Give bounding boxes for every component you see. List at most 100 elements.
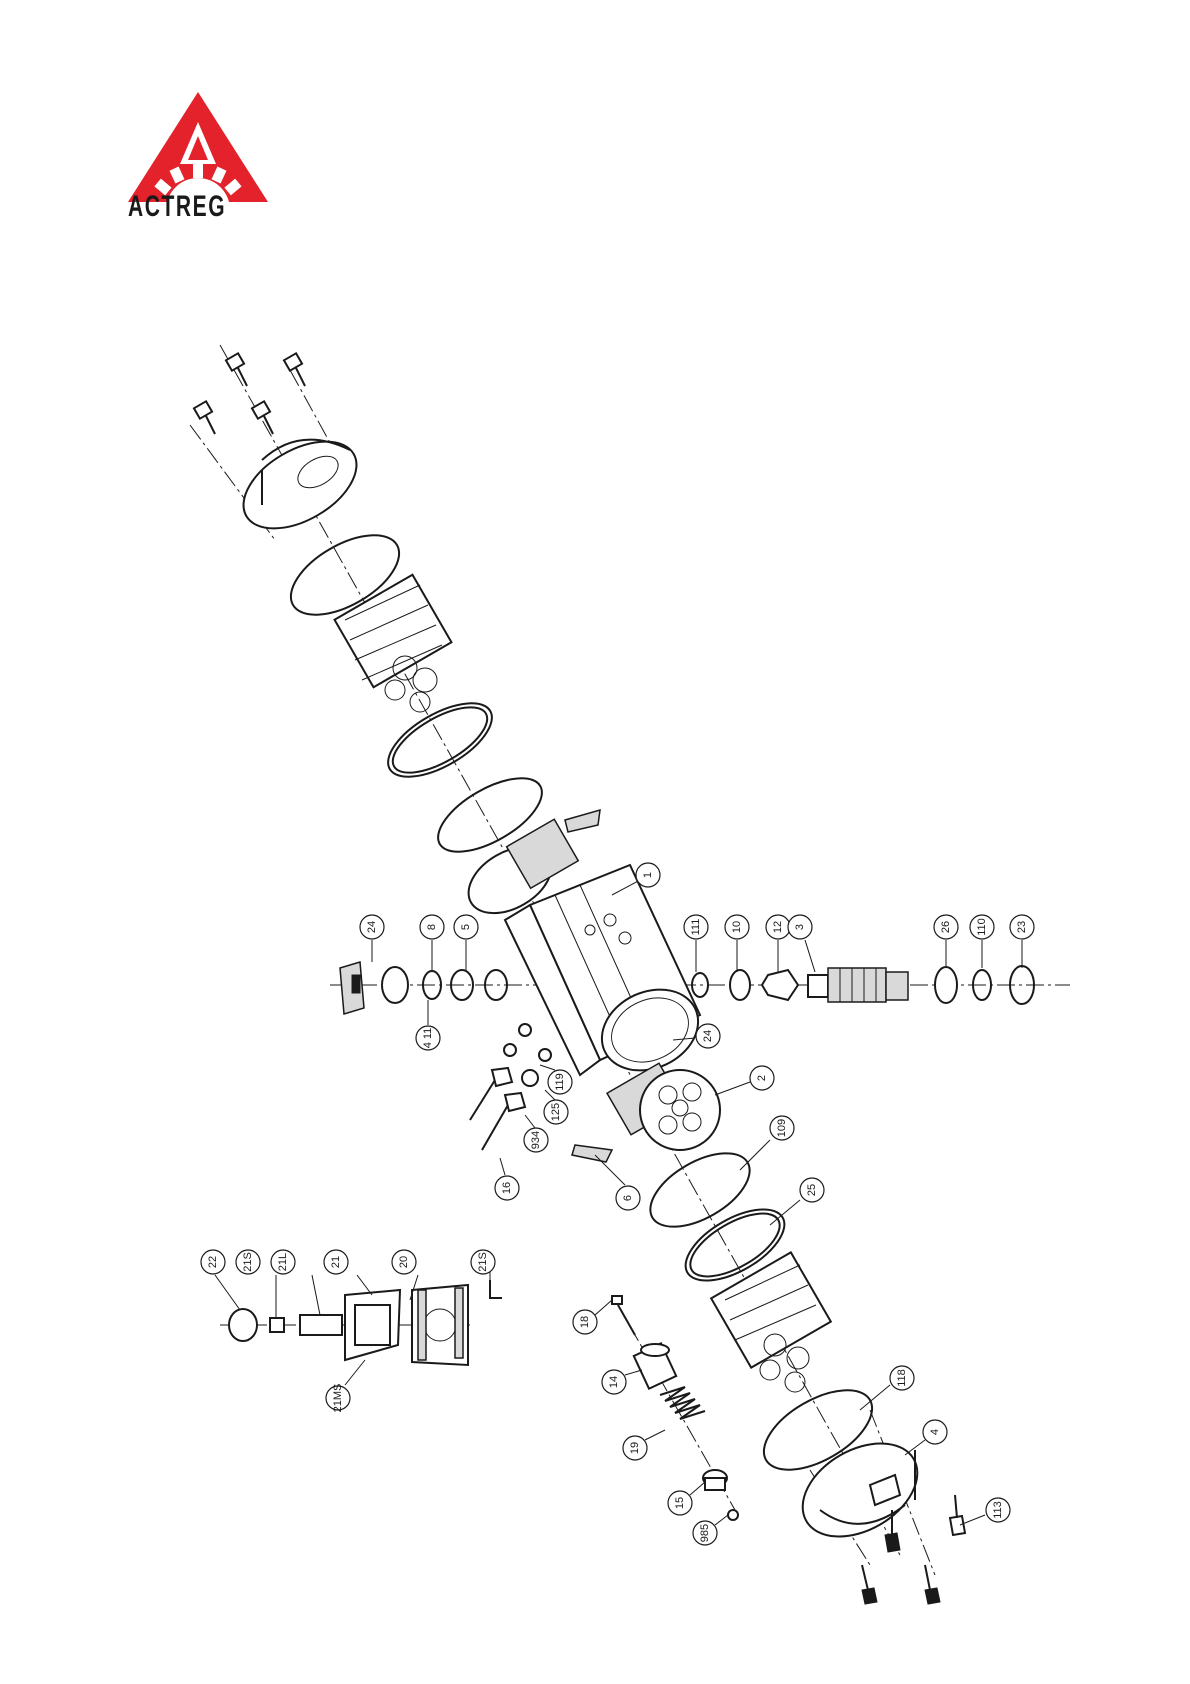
snap-ring: [382, 967, 408, 1003]
piston-bottom: [607, 1063, 720, 1150]
callout-label: 20: [398, 1256, 410, 1268]
stop-nut: [728, 1510, 738, 1520]
callout-label: 111: [690, 919, 702, 936]
callout-label: 22: [207, 1256, 219, 1268]
callout-125: 125: [544, 1100, 568, 1124]
top-bushing-shaft: [340, 962, 364, 1014]
stop-spring: [660, 1387, 705, 1419]
callout-label: 21S: [477, 1252, 489, 1272]
bolt-top: [252, 401, 273, 434]
callout-label: 24: [366, 921, 378, 933]
callout-21l: 21L: [271, 1250, 295, 1274]
stop-screw: [612, 1296, 635, 1335]
callout-label: 119: [554, 1073, 566, 1091]
callout-label: 21: [330, 1256, 342, 1268]
bolt-bottom: [862, 1565, 877, 1604]
callout-label: 21MS: [332, 1384, 344, 1413]
callout-110: 110: [970, 915, 994, 939]
callout-21ms: 21MS: [326, 1384, 350, 1413]
callout-label: 110: [976, 918, 988, 936]
callout-24-b: 24: [696, 1024, 720, 1048]
screw-21s: [270, 1318, 284, 1332]
callout-2: 2: [750, 1066, 774, 1090]
callout-label: 26: [940, 921, 952, 933]
callout-label: 6: [622, 1195, 634, 1201]
callout-21s-b: 21S: [471, 1250, 495, 1274]
callout-label: 8: [426, 924, 438, 930]
callout-label: 10: [731, 921, 743, 933]
end-cap-bottom: [786, 1424, 933, 1555]
callout-label: 12: [772, 921, 784, 933]
bolt-top: [194, 401, 215, 434]
callout-985: 985: [693, 1521, 717, 1545]
callout-25: 25: [800, 1178, 824, 1202]
callout-label: 4: [929, 1429, 941, 1435]
callout-26: 26: [934, 915, 958, 939]
spring-pack-top: [335, 575, 452, 712]
spring-pack-bottom: [711, 1252, 831, 1392]
callout-label: 18: [579, 1316, 591, 1328]
washer-119: [504, 1044, 516, 1056]
callout-label: 1: [642, 872, 654, 878]
callout-label: 125: [550, 1103, 562, 1121]
callout-20: 20: [392, 1250, 416, 1274]
callout-label: 25: [806, 1184, 818, 1196]
callout-3: 3: [788, 915, 812, 939]
bolt-bottom: [925, 1565, 940, 1604]
callout-label: 118: [896, 1369, 908, 1387]
callout-label: 21L: [277, 1253, 289, 1271]
guide-ring: [377, 688, 503, 791]
piston-guide: [572, 1145, 612, 1162]
washer-125: [539, 1049, 551, 1061]
actuator-body: [505, 865, 711, 1086]
bolt-bottom: [950, 1495, 965, 1535]
cam-nut: [762, 970, 798, 1000]
callout-label: 113: [992, 1501, 1004, 1519]
callout-6: 6: [616, 1186, 640, 1210]
callout-label: 16: [501, 1182, 513, 1194]
callout-10: 10: [725, 915, 749, 939]
callout-934: 934: [524, 1128, 548, 1152]
screw-21s-b: [490, 1280, 502, 1298]
callout-113: 113: [986, 1498, 1010, 1522]
callout-1: 1: [636, 863, 660, 887]
callout-23: 23: [1010, 915, 1034, 939]
callout-14: 14: [602, 1370, 626, 1394]
callout-label: 2: [756, 1075, 768, 1081]
indicator-cap: [229, 1309, 257, 1341]
callout-18: 18: [573, 1310, 597, 1334]
callout-label: 24: [702, 1030, 714, 1042]
callout-4-11: 4 11: [416, 1026, 440, 1050]
callout-label: 23: [1016, 921, 1028, 933]
callout-119: 119: [548, 1070, 572, 1094]
callout-label: 14: [608, 1376, 620, 1388]
callout-19: 19: [623, 1436, 647, 1460]
callout-label: 934: [530, 1131, 542, 1149]
stop-bolt: [482, 1093, 525, 1150]
callout-label: 5: [460, 924, 472, 930]
callout-5: 5: [454, 915, 478, 939]
callout-12: 12: [766, 915, 790, 939]
bearing: [730, 970, 750, 1000]
stop-cap: [703, 1470, 727, 1490]
callout-22: 22: [201, 1250, 225, 1274]
callout-8: 8: [420, 915, 444, 939]
pinion-shaft: [808, 968, 908, 1002]
callout-label: 15: [674, 1497, 686, 1509]
callout-15: 15: [668, 1491, 692, 1515]
o-ring-bottom: [638, 1138, 761, 1241]
callout-label: 19: [629, 1442, 641, 1454]
callout-109: 109: [770, 1116, 794, 1140]
callout-118: 118: [890, 1366, 914, 1390]
indicator-shaft: [300, 1315, 342, 1335]
washer-119: [519, 1024, 531, 1036]
bolt-top: [284, 353, 305, 386]
bottom-bushing: [935, 967, 957, 1003]
callout-111: 111: [684, 915, 708, 939]
callout-label: 21S: [242, 1252, 254, 1272]
callout-24: 24: [360, 915, 384, 939]
end-cap-top: [229, 424, 371, 547]
indicator-body: [345, 1290, 400, 1360]
callout-16: 16: [495, 1176, 519, 1200]
callout-21: 21: [324, 1250, 348, 1274]
